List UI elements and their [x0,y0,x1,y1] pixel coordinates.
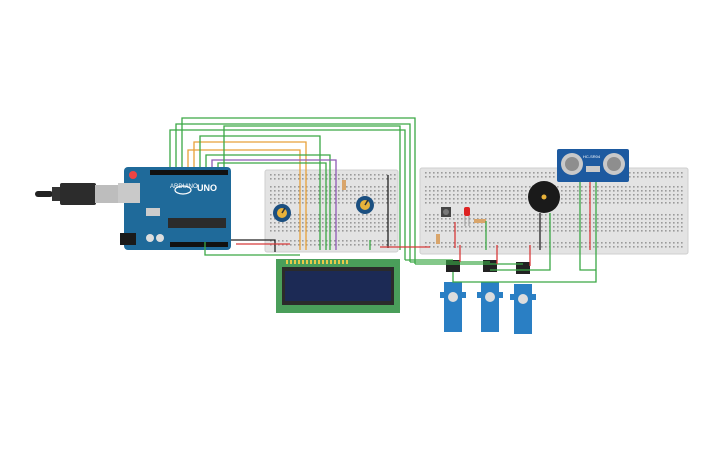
resistor-3[interactable] [436,234,440,244]
digital-header [150,170,228,175]
usb-port [118,183,140,203]
red-led[interactable] [464,207,470,226]
servo-motor-2[interactable] [477,260,503,332]
lcd-display-16x2[interactable] [276,259,400,313]
resistor-1[interactable] [342,180,346,190]
usb-cable[interactable] [35,183,125,205]
arduino-logo-icon [174,185,192,195]
wires[interactable] [169,117,597,283]
arduino-model: UNO [197,183,217,193]
potentiometer-2[interactable] [356,196,374,214]
power-jack [120,233,136,245]
arduino-brand: ARDUINO [170,184,198,190]
analog-header [170,242,228,247]
push-button[interactable] [441,207,451,217]
ultrasonic-sensor[interactable]: HC-SR04 [557,149,629,182]
piezo-buzzer[interactable] [528,181,560,213]
servo-motor-1[interactable] [440,260,466,332]
breadboard-large[interactable] [419,167,689,255]
potentiometer-1[interactable] [273,204,291,222]
atmega-chip [168,218,226,228]
reset-button[interactable] [129,171,137,179]
arduino-uno-board[interactable]: ARDUINO UNO [118,167,231,250]
resistor-2[interactable] [474,219,486,223]
breadboard-small[interactable] [264,169,399,253]
ultrasonic-label: HC-SR04 [583,154,601,159]
servo-motor-3[interactable] [510,262,536,334]
